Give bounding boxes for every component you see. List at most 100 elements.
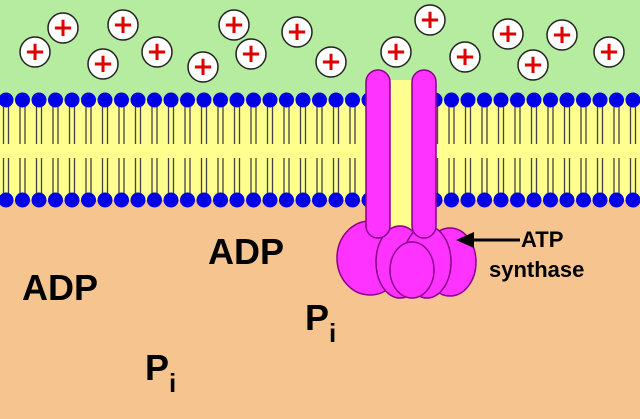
proton-ion: +: [235, 38, 267, 70]
proton-circle: [281, 16, 313, 48]
lipid-head: [526, 192, 542, 208]
atp-synthase-label-line1: ATP: [521, 227, 563, 252]
lipid-head: [147, 192, 162, 208]
proton-channel: [390, 80, 412, 230]
proton-circle: [235, 38, 267, 70]
proton-circle: [141, 36, 173, 68]
lipid-head: [510, 92, 525, 108]
lipid-head: [526, 92, 542, 108]
lipid-head: [625, 92, 640, 108]
proton-ion: +: [414, 4, 446, 36]
proton-plus-sign: +: [223, 10, 245, 40]
lipid-head: [295, 92, 311, 108]
lipid-head: [444, 192, 459, 208]
lipid-head: [229, 92, 245, 108]
lipid-head: [246, 192, 261, 208]
lipid-head: [180, 192, 195, 208]
lipid-head: [147, 92, 162, 108]
lipid-head: [81, 92, 96, 108]
proton-ion: +: [517, 49, 549, 81]
proton-plus-sign: +: [52, 13, 74, 43]
lipid-head: [493, 192, 509, 208]
membrane-core: [0, 100, 640, 200]
lipid-head: [279, 92, 294, 108]
atp-synthase-pointer-arrow: [456, 232, 520, 248]
lipid-head: [312, 192, 327, 208]
lipid-head: [0, 192, 14, 208]
proton-plus-sign: +: [92, 49, 114, 79]
lipid-head: [460, 92, 476, 108]
lipid-head: [213, 92, 228, 108]
lipid-head: [460, 192, 476, 208]
proton-circle: [449, 41, 481, 73]
proton-ion: +: [281, 16, 313, 48]
pi-label-lower-main: P: [145, 347, 169, 388]
proton-plus-sign: +: [24, 37, 46, 67]
lipid-head: [345, 92, 360, 108]
proton-circle: [593, 36, 625, 68]
lipid-head: [31, 92, 47, 108]
atp-synthase-stalk-right: [411, 69, 437, 239]
proton-plus-sign: +: [454, 42, 476, 72]
lipid-head: [15, 92, 30, 108]
lipid-head: [312, 92, 327, 108]
pi-label-upper-sub: i: [329, 318, 336, 348]
lipid-head: [15, 192, 30, 208]
lipid-head: [295, 192, 311, 208]
proton-ion: +: [546, 19, 578, 51]
lipid-head: [609, 192, 624, 208]
proton-ion: +: [19, 36, 51, 68]
proton-ion: +: [107, 9, 139, 41]
lipid-head: [180, 92, 195, 108]
proton-circle: [492, 18, 524, 50]
lipid-tails: [2, 104, 637, 198]
proton-circle: [517, 49, 549, 81]
proton-ion: +: [593, 36, 625, 68]
lipid-head: [114, 192, 129, 208]
lipid-head: [576, 192, 591, 208]
proton-circle: [187, 51, 219, 83]
lipid-head: [444, 92, 459, 108]
proton-circle: [414, 4, 446, 36]
lipid-head: [196, 92, 212, 108]
proton-plus-sign: +: [240, 39, 262, 69]
lipid-head: [262, 92, 278, 108]
lipid-head: [229, 192, 245, 208]
lipid-head: [592, 192, 608, 208]
lipid-head: [213, 192, 228, 208]
lipid-head: [477, 92, 492, 108]
protons: +++++++++++++++++: [19, 4, 625, 83]
proton-ion: +: [315, 46, 347, 78]
lipid-head: [97, 192, 113, 208]
lipid-head: [262, 192, 278, 208]
adp-label-left: ADP: [22, 267, 98, 308]
lipid-head: [592, 92, 608, 108]
pi-label-lower-sub: i: [169, 368, 176, 398]
lipid-head: [31, 192, 47, 208]
proton-ion: +: [47, 12, 79, 44]
adp-label-center: ADP: [208, 231, 284, 272]
lipid-head: [97, 92, 113, 108]
proton-ion: +: [187, 51, 219, 83]
proton-circle: [19, 36, 51, 68]
matrix-space: [0, 195, 640, 419]
proton-plus-sign: +: [192, 52, 214, 82]
atp-synthase-label-line2: synthase: [489, 257, 584, 282]
proton-plus-sign: +: [497, 19, 519, 49]
proton-plus-sign: +: [522, 50, 544, 80]
lipid-head: [130, 192, 146, 208]
proton-circle: [87, 48, 119, 80]
lipid-head: [163, 192, 179, 208]
lipid-head: [477, 192, 492, 208]
lipid-head: [64, 92, 80, 108]
lipid-head: [328, 192, 344, 208]
pi-label-upper: Pi: [305, 297, 336, 348]
lipid-head: [48, 192, 63, 208]
proton-ion: +: [449, 41, 481, 73]
proton-ion: +: [218, 9, 250, 41]
proton-circle: [107, 9, 139, 41]
proton-plus-sign: +: [598, 37, 620, 67]
lipid-head: [163, 92, 179, 108]
